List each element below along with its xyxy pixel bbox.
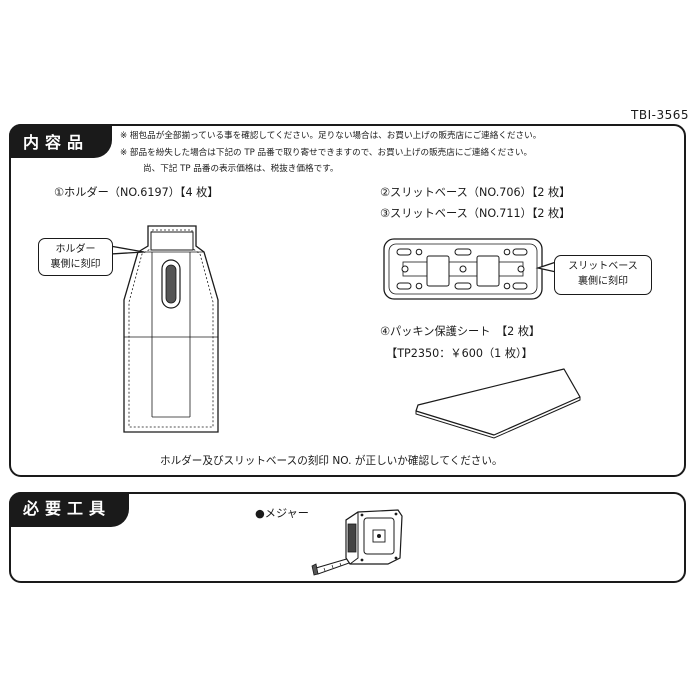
packing-sheet-illustration [415,368,581,439]
note-line-1: ※ 梱包品が全部揃っている事を確認してください。足りない場合は、お買い上げの販売… [120,131,542,141]
item-packing-sheet-label: ④パッキン保護シート 【2 枚】 [380,325,541,338]
holder-callout-line-2: 裏側に刻印 [50,259,101,270]
footer-note: ホルダー及びスリットベースの刻印 NO. が正しいか確認してください。 [160,455,503,467]
item-packing-sheet-tp-label: 【TP2350：￥600（1 枚）】 [386,347,533,360]
measure-label: ●メジャー [255,507,309,520]
contents-panel [9,124,686,477]
note-line-2: ※ 部品を紛失した場合は下記の TP 品番で取り寄せできますので、お買い上げの販… [120,148,533,158]
slit-base-callout-line-2: 裏側に刻印 [578,276,628,287]
holder-callout-pointer [109,245,145,255]
contents-tab: 内容品 [9,124,112,158]
slit-base-illustration [383,238,543,300]
item-holder-label: ①ホルダー（NO.6197）【4 枚】 [54,186,219,199]
note-line-3: 尚、下記 TP 品番の表示価格は、税抜き価格です。 [143,164,339,174]
slit-base-callout: スリットベース 裏側に刻印 [554,255,652,295]
document-code: TBI-3565 [631,108,689,122]
item-slit-base-706-label: ②スリットベース（NO.706）【2 枚】 [380,186,571,199]
tape-measure-icon [311,509,403,576]
holder-illustration [123,225,219,433]
tools-tab: 必要工具 [9,492,129,527]
holder-callout-line-1: ホルダー [55,244,96,255]
slit-base-callout-line-1: スリットベース [568,261,638,272]
holder-callout: ホルダー 裏側に刻印 [38,238,113,276]
item-slit-base-711-label: ③スリットベース（NO.711）【2 枚】 [380,207,571,220]
